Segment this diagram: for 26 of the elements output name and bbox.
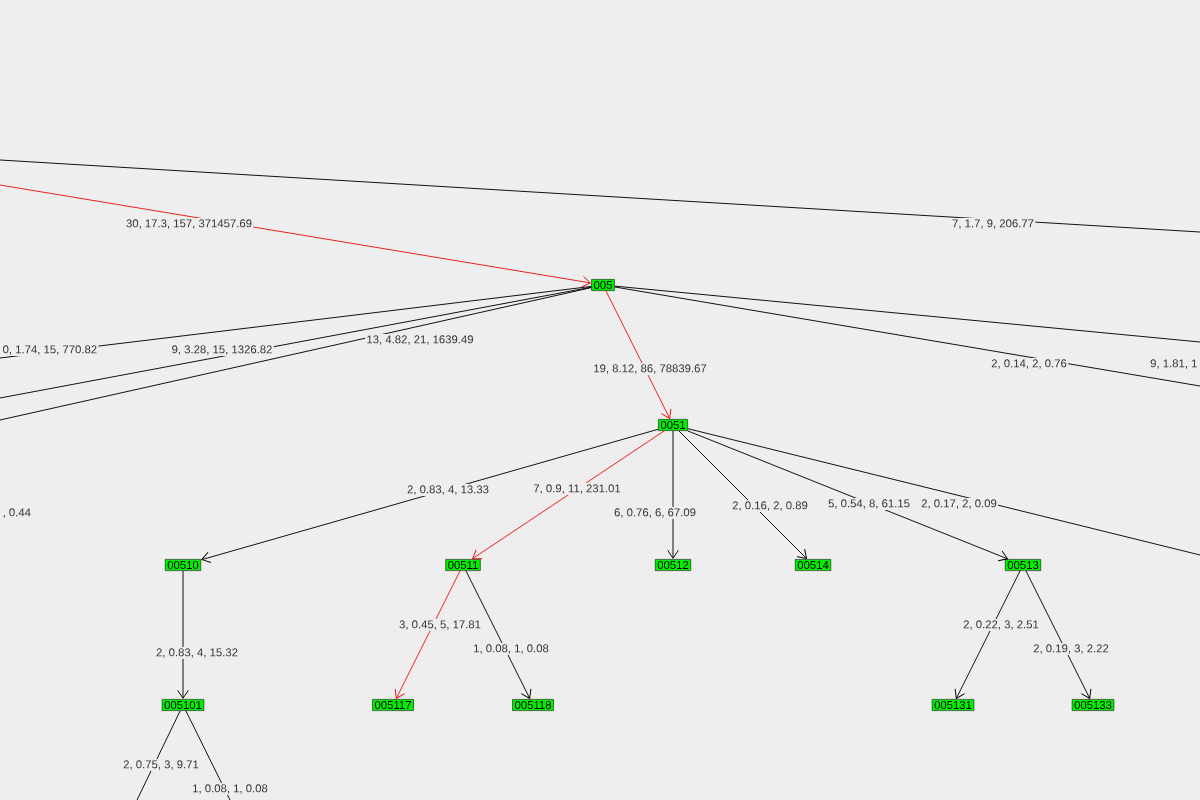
tree-node-box: 00513 [1005,559,1042,571]
tree-node-box: 005117 [372,699,414,711]
tree-node-box: 00511 [445,559,481,571]
arrow [394,570,461,699]
tree-node-box: 005131 [931,699,975,711]
arrow [0,184,591,288]
arrow [1025,570,1092,699]
edge-label: 1, 0.08, 1, 0.08 [190,783,270,796]
arrow [605,290,672,419]
arrow [687,430,1008,562]
tree-node-box: 005133 [1071,699,1115,711]
tree-node-box: 005 [591,279,615,291]
tree-node-box: 00512 [655,559,692,571]
tree-node-box: 005118 [512,699,554,711]
arrow [667,430,679,559]
tree-node-box: 00514 [795,559,832,571]
arrow [201,428,659,564]
tree-node-box: 00510 [164,559,202,571]
tree-node-box: 0051 [658,419,688,431]
arrow [177,570,189,699]
arrow [954,570,1021,699]
arrow [678,430,807,559]
edge-label: 2, 0.75, 3, 9.71 [121,759,201,771]
tree-node-box: 005101 [161,699,205,711]
arrow [472,430,665,560]
arrow [465,570,532,699]
